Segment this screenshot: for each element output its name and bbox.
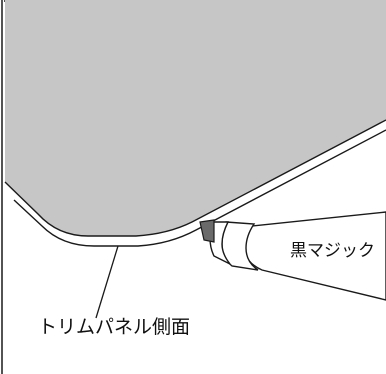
trim-panel-edge-side (13, 129, 386, 247)
trim-panel-edge-outer (4, 119, 386, 237)
marker-tip (199, 219, 215, 243)
marker-label: 黒マジック (290, 241, 375, 261)
trim-panel-shape (5, 0, 386, 236)
trim-panel-label: トリムパネル側面 (38, 316, 191, 338)
black-marker (199, 211, 386, 301)
leader-line (95, 245, 119, 319)
